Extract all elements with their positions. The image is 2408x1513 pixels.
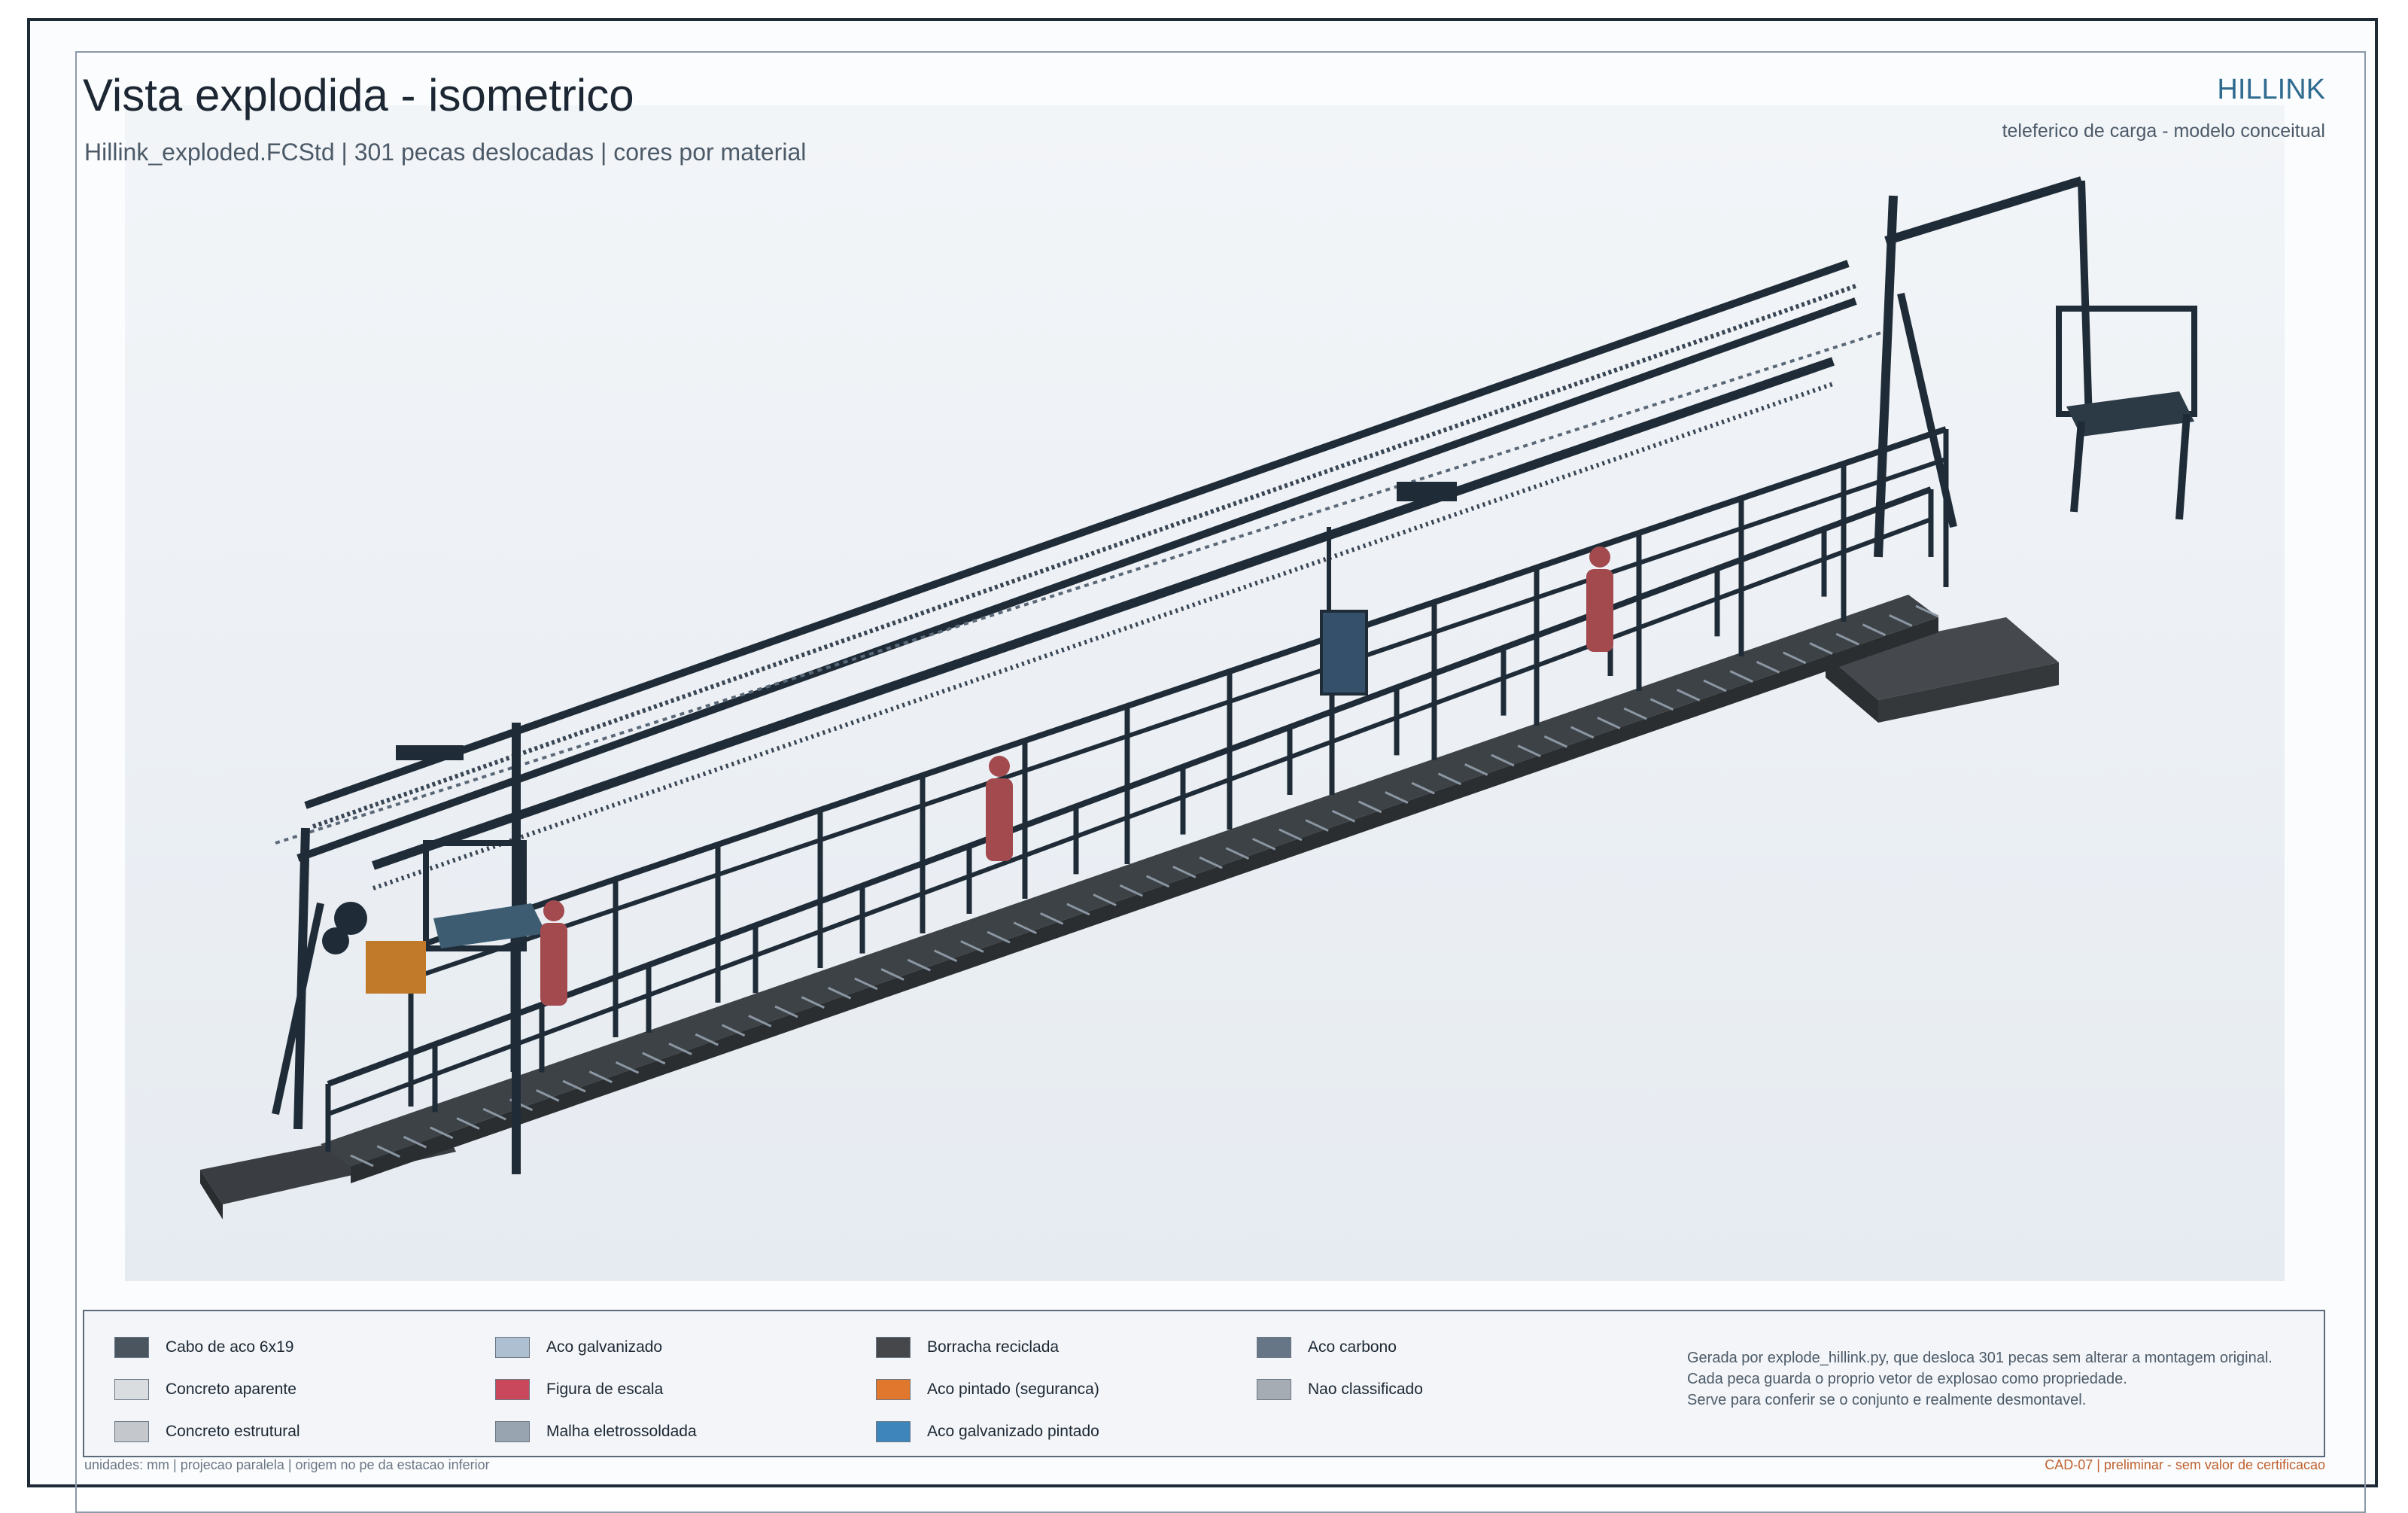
- legend-label: Aco galvanizado pintado: [927, 1423, 1099, 1440]
- legend-item: Borracha reciclada: [876, 1337, 1059, 1358]
- legend-note-line: Cada peca guarda o proprio vetor de expl…: [1687, 1371, 2127, 1387]
- footer-units: unidades: mm | projecao paralela | orige…: [84, 1457, 490, 1472]
- brand-description: teleferico de carga - modelo conceitual: [2002, 120, 2325, 142]
- legend-note-line: Serve para conferir se o conjunto e real…: [1687, 1392, 2087, 1408]
- legend-swatch: [114, 1379, 149, 1400]
- legend-label: Malha eletrossoldada: [546, 1423, 697, 1440]
- legend-label: Aco carbono: [1308, 1338, 1397, 1356]
- page-subtitle: Hillink_exploded.FCStd | 301 pecas deslo…: [84, 139, 807, 166]
- legend-item: Nao classificado: [1257, 1379, 1423, 1400]
- legend-label: Concreto aparente: [166, 1381, 296, 1398]
- page-title: Vista explodida - isometrico: [83, 70, 634, 120]
- legend-item: Concreto estrutural: [114, 1421, 300, 1442]
- legend-label: Borracha reciclada: [927, 1338, 1060, 1356]
- legend-item: Figura de escala: [495, 1379, 663, 1400]
- legend-swatch: [495, 1421, 530, 1442]
- legend-item: Aco pintado (seguranca): [876, 1379, 1099, 1400]
- legend-label: Figura de escala: [546, 1381, 664, 1398]
- legend-label: Aco pintado (seguranca): [927, 1381, 1099, 1398]
- exploded-view-viewport[interactable]: [125, 105, 2285, 1281]
- legend-swatch: [495, 1337, 530, 1358]
- material-legend: Cabo de aco 6x19 Concreto aparente Concr…: [83, 1310, 2325, 1457]
- legend-swatch: [876, 1379, 911, 1400]
- footer-status: CAD-07 | preliminar - sem valor de certi…: [2045, 1457, 2325, 1472]
- legend-label: Aco galvanizado: [546, 1338, 663, 1356]
- legend-item: Malha eletrossoldada: [495, 1421, 697, 1442]
- legend-item: Aco galvanizado: [495, 1337, 662, 1358]
- legend-swatch: [876, 1421, 911, 1442]
- legend-swatch: [114, 1337, 149, 1358]
- legend-item: Aco carbono: [1257, 1337, 1397, 1358]
- exploded-model-illustration: [200, 176, 2197, 1219]
- legend-item: Concreto aparente: [114, 1379, 296, 1400]
- legend-label: Cabo de aco 6x19: [166, 1338, 294, 1356]
- legend-note-line: Gerada por explode_hillink.py, que deslo…: [1687, 1350, 2273, 1366]
- legend-swatch: [876, 1337, 911, 1358]
- legend-note: Gerada por explode_hillink.py, que deslo…: [1687, 1347, 2273, 1411]
- legend-label: Nao classificado: [1308, 1381, 1423, 1398]
- brand-name: HILLINK: [2217, 74, 2325, 105]
- legend-swatch: [1257, 1379, 1291, 1400]
- legend-item: Cabo de aco 6x19: [114, 1337, 293, 1358]
- legend-swatch: [495, 1379, 530, 1400]
- legend-item: Aco galvanizado pintado: [876, 1421, 1099, 1442]
- legend-swatch: [1257, 1337, 1291, 1358]
- legend-swatch: [114, 1421, 149, 1442]
- legend-label: Concreto estrutural: [166, 1423, 300, 1440]
